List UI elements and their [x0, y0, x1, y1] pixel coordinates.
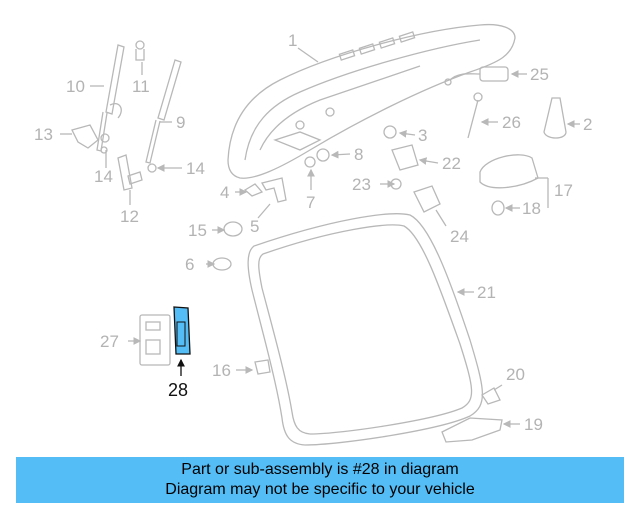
callout-12: 12	[120, 207, 139, 226]
callout-24: 24	[450, 227, 469, 246]
callout-4: 4	[220, 183, 229, 202]
callout-19: 19	[524, 415, 543, 434]
highlighted-part-28[interactable]: 28	[168, 306, 191, 400]
callout-14-right: 14	[186, 159, 205, 178]
callout-9: 9	[176, 113, 185, 132]
callout-14-left: 14	[94, 167, 113, 186]
liftgate-shell-part	[227, 23, 516, 179]
hinge-part	[71, 124, 157, 191]
callout-20: 20	[506, 365, 525, 384]
leader-lines	[60, 47, 580, 428]
banner-line-2: Diagram may not be specific to your vehi…	[165, 481, 475, 498]
callout-13: 13	[34, 125, 53, 144]
weatherstrip-part	[247, 213, 484, 446]
callout-labels: 1 2 3 4 5 6 7 8 9 10 11 12 13 14 14 15 1…	[34, 31, 592, 434]
banner-line-1: Part or sub-assembly is #28 in diagram	[181, 461, 459, 478]
callout-5: 5	[250, 217, 259, 236]
callout-2: 2	[583, 115, 592, 134]
callout-23: 23	[352, 175, 371, 194]
lower-parts	[139, 314, 503, 443]
callout-18: 18	[522, 199, 541, 218]
callout-15: 15	[188, 221, 207, 240]
callout-3: 3	[418, 126, 427, 145]
strut-parts	[96, 40, 182, 164]
callout-28: 28	[168, 380, 188, 400]
callout-11: 11	[132, 77, 150, 96]
callout-6: 6	[185, 255, 194, 274]
callout-7: 7	[306, 193, 315, 212]
callout-22: 22	[442, 154, 461, 173]
part-28-body[interactable]	[173, 306, 191, 355]
small-fastener-parts	[212, 125, 397, 375]
callout-26: 26	[502, 113, 521, 132]
callout-25: 25	[530, 65, 549, 84]
callout-27: 27	[100, 332, 119, 351]
callout-10: 10	[66, 77, 85, 96]
callout-1: 1	[288, 31, 297, 50]
callout-21: 21	[477, 283, 496, 302]
callout-17: 17	[554, 181, 573, 200]
part-28-slot	[176, 321, 186, 347]
info-banner: Part or sub-assembly is #28 in diagram D…	[16, 457, 624, 503]
callout-8: 8	[354, 145, 363, 164]
callout-16: 16	[212, 361, 231, 380]
